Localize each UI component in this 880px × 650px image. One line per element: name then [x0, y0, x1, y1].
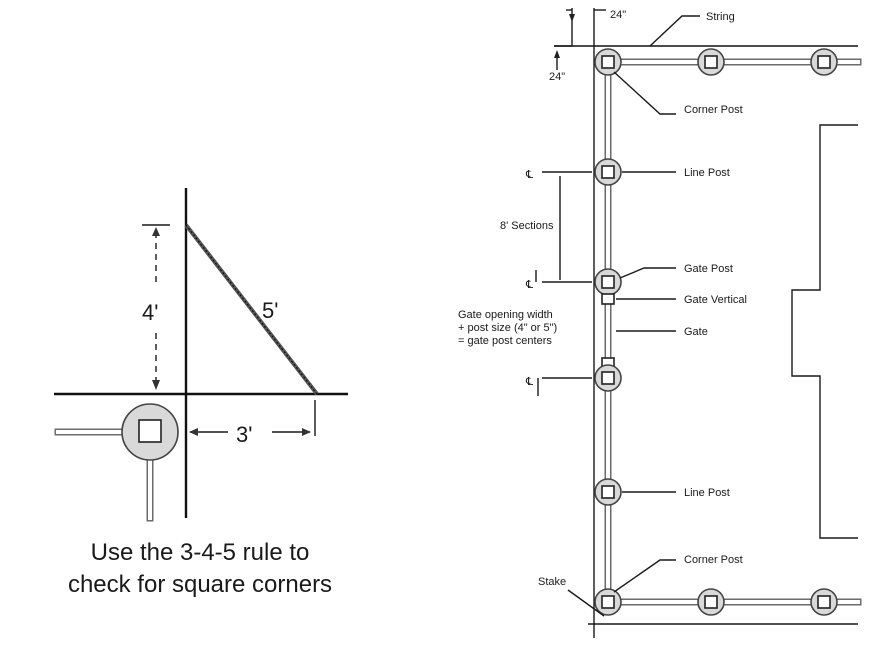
caption-line-1: Use the 3-4-5 rule to: [91, 539, 310, 566]
gate-vertical-upper: [601, 293, 615, 305]
three-four-five-diagram: 4' 5' 3' Use the 3-4-5 rule to check for…: [54, 188, 348, 598]
corner-post-bottom: [594, 588, 622, 616]
gate-post-upper: [594, 268, 622, 296]
label-8ft-sections: 8' Sections: [500, 220, 554, 232]
line-post-upper: [594, 158, 622, 186]
line-post-lower: [594, 478, 622, 506]
offset-dimension-marks: [554, 8, 606, 70]
gate-post-lower: [594, 364, 622, 392]
top-line-post-1: [697, 48, 725, 76]
label-string: String: [706, 11, 735, 23]
label-5ft: 5': [262, 298, 278, 323]
top-line-post-2: [810, 48, 838, 76]
dim-24in-top: 24": [610, 9, 626, 21]
four-foot-dimension: [142, 224, 170, 390]
hypotenuse-line: [184, 223, 319, 396]
gate-note-line-2: + post size (4" or 5"): [458, 322, 557, 334]
corner-post-top: [594, 48, 622, 76]
label-corner-post-top: Corner Post: [684, 104, 743, 116]
posts: [594, 48, 838, 616]
label-corner-post-bottom: Corner Post: [684, 554, 743, 566]
label-line-post-bottom: Line Post: [684, 487, 730, 499]
label-line-post-top: Line Post: [684, 167, 730, 179]
label-gate-post: Gate Post: [684, 263, 733, 275]
label-4ft: 4': [142, 300, 158, 325]
post-square-icon: [138, 419, 162, 443]
label-gate: Gate: [684, 326, 708, 338]
gate-note-line-1: Gate opening width: [458, 309, 553, 321]
centerline-3: ℄: [525, 376, 533, 388]
dim-24in-left: 24": [549, 71, 565, 83]
bottom-line-post-2: [810, 588, 838, 616]
centerline-1: ℄: [525, 169, 533, 181]
bottom-line-post-1: [697, 588, 725, 616]
three-foot-dimension: [189, 400, 316, 436]
building-outline: [791, 124, 858, 539]
label-stake: Stake: [538, 576, 566, 588]
label-gate-vertical: Gate Vertical: [684, 294, 747, 306]
gate-note-line-3: = gate post centers: [458, 335, 552, 347]
caption-line-2: check for square corners: [68, 571, 332, 598]
centerline-2: ℄: [525, 279, 533, 291]
fence-plan-diagram: 24" 24" String: [458, 8, 862, 638]
label-3ft: 3': [236, 422, 252, 447]
